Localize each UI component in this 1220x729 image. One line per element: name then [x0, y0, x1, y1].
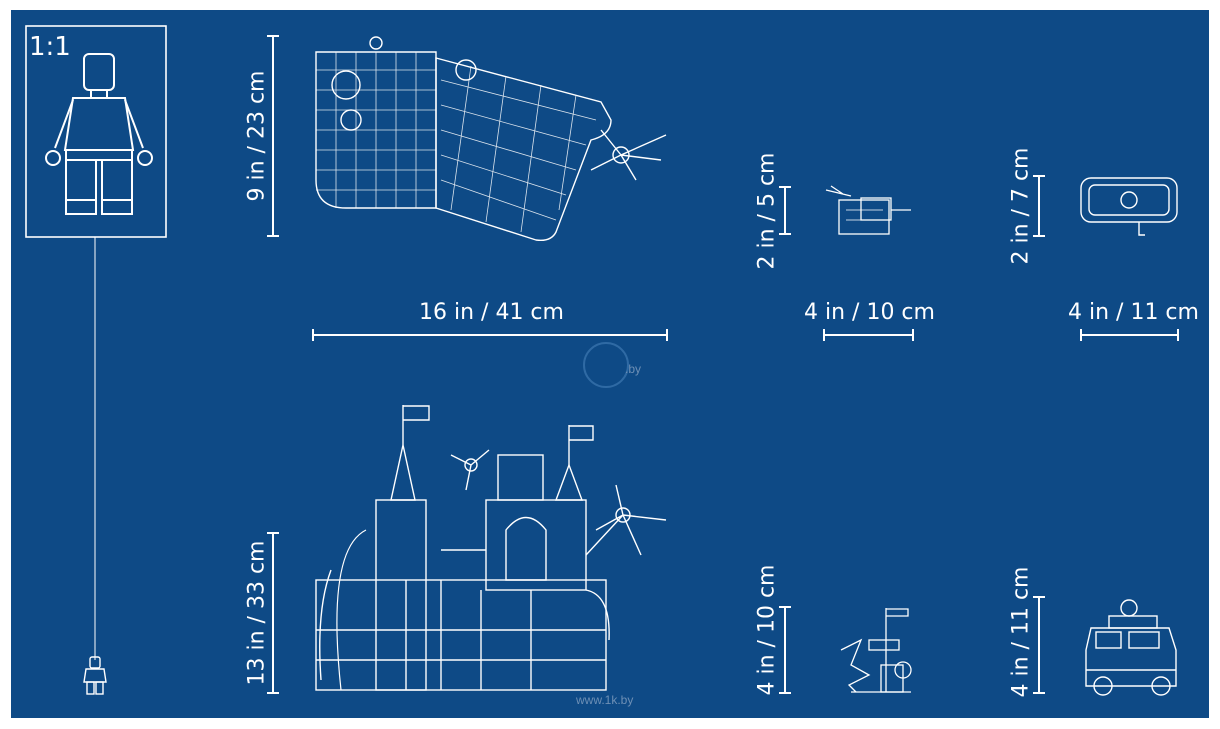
watermark-text: www.1k.by — [576, 693, 634, 707]
small-build-front-view — [840, 608, 912, 693]
castle-width-label: 16 in / 41 cm — [419, 300, 564, 325]
watermark-logo-text: .by — [625, 362, 642, 376]
truck-height-label: 4 in / 11 cm — [1008, 566, 1034, 698]
watermark-logo — [583, 342, 629, 388]
truck-width-label: 4 in / 11 cm — [1068, 300, 1199, 325]
truck-front-view — [1085, 599, 1177, 696]
small-height-label: 4 in / 10 cm — [754, 564, 780, 696]
castle-front-view — [315, 405, 667, 691]
small-depth-label: 2 in / 5 cm — [754, 152, 780, 270]
blueprint-drawings — [25, 25, 1179, 696]
castle-top-view — [315, 36, 667, 242]
small-minifigure-icon — [83, 656, 107, 695]
minifigure-icon — [45, 53, 153, 215]
truck-depth-label: 2 in / 7 cm — [1008, 147, 1034, 265]
castle-depth-label: 9 in / 23 cm — [244, 70, 270, 202]
scale-label: 1:1 — [29, 32, 71, 62]
small-build-top-view — [825, 185, 911, 235]
dimension-lines — [267, 35, 1179, 694]
dimension-diagram: 1:1 9 in / 23 cm 16 in / 41 cm 13 in / 3… — [11, 10, 1209, 718]
truck-top-view — [1080, 177, 1178, 236]
castle-height-label: 13 in / 33 cm — [244, 540, 270, 686]
small-width-label: 4 in / 10 cm — [804, 300, 935, 325]
scale-box — [25, 25, 167, 238]
